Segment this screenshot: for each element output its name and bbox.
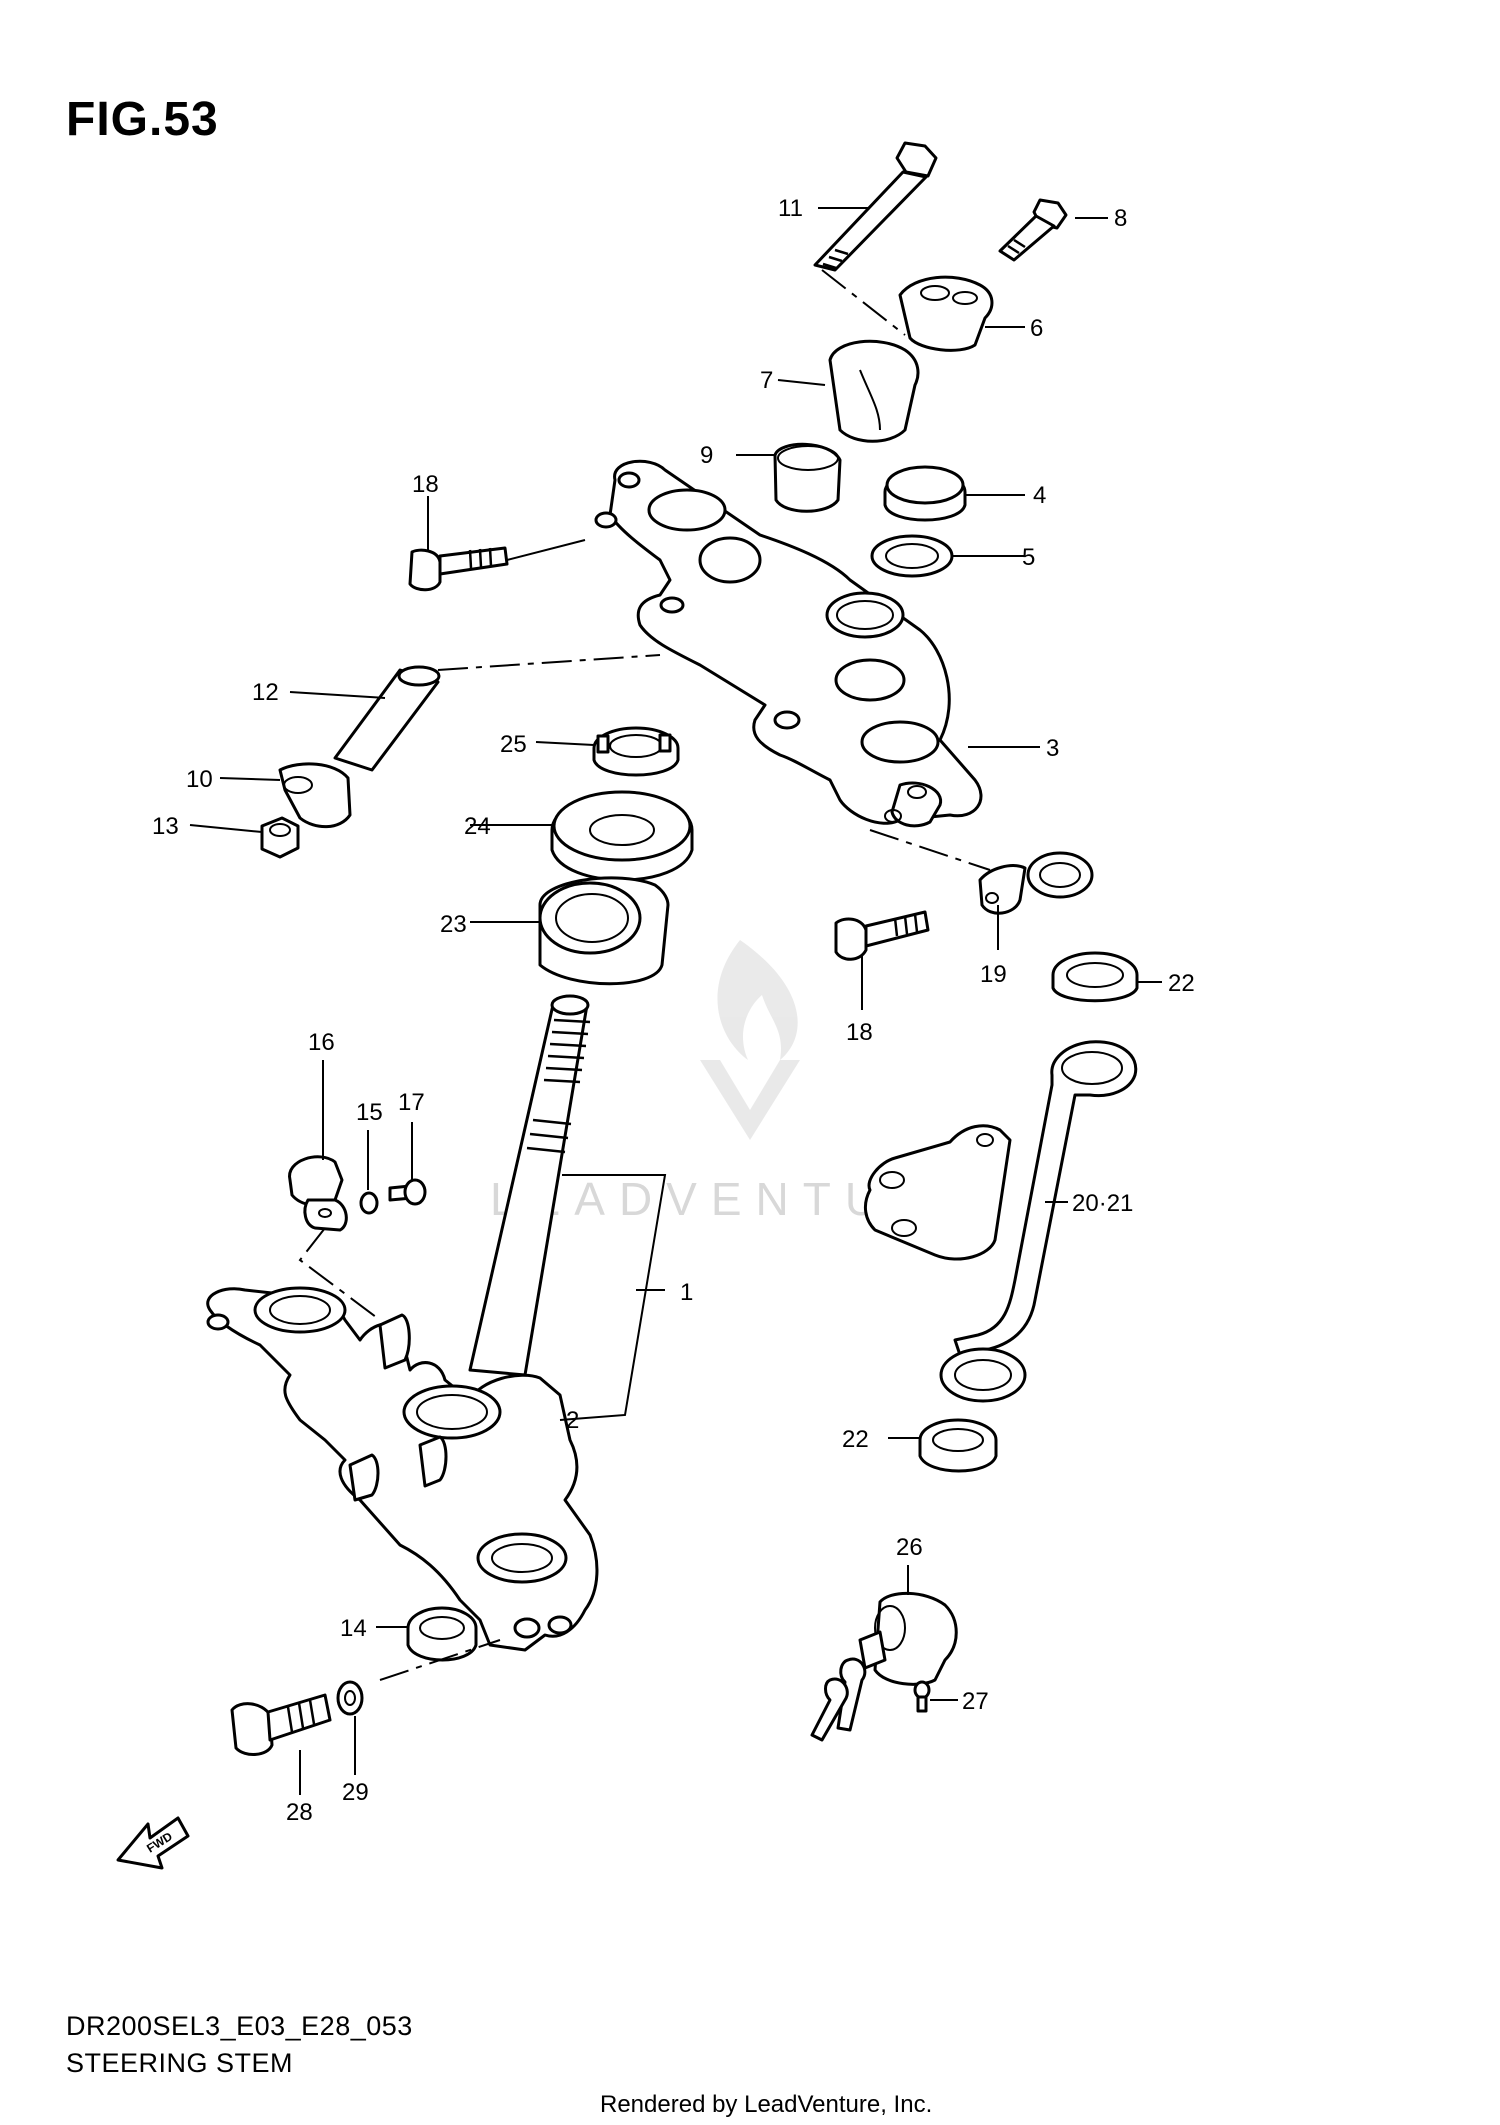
callout-26: 26 [896,1534,923,1561]
leader-lines [189,207,1162,1795]
callout-14: 14 [340,1615,367,1642]
part-24-dust-seal[interactable] [550,790,694,882]
callout-11: 11 [778,195,803,222]
model-code: DR200SEL3_E03_E28_053 [66,2011,413,2041]
part-18-bolt-lower[interactable] [834,910,930,961]
callout-10: 10 [186,766,213,793]
callout-9: 9 [700,442,713,469]
part-11-bolt[interactable] [813,141,938,272]
callout-18-upper: 18 [412,471,439,498]
callout-6: 6 [1030,315,1043,342]
callout-4: 4 [1033,482,1046,509]
callout-22-lower: 22 [842,1426,869,1453]
callout-22-upper: 22 [1168,970,1195,997]
callout-2: 2 [566,1407,579,1434]
rendered-by-credit: Rendered by LeadVenture, Inc. [600,2091,933,2118]
part-1-steering-stem[interactable] [206,994,599,1652]
part-22-grommet-upper[interactable] [1051,951,1139,1003]
fwd-arrow-icon: FWD [116,1816,190,1870]
callout-8: 8 [1114,205,1127,232]
callout-3: 3 [1046,735,1059,762]
part-6-handlebar-holder-upper[interactable] [898,275,994,352]
callout-29: 29 [342,1779,369,1806]
section-name: STEERING STEM [66,2048,294,2078]
part-10-cushion[interactable] [278,762,352,829]
part-19-hose-guide[interactable] [978,851,1094,915]
part-15-washer[interactable] [359,1191,379,1215]
callout-27: 27 [962,1688,989,1715]
callout-5: 5 [1022,544,1035,571]
callout-1: 1 [680,1279,693,1306]
part-18-pinch-bolt-upper[interactable] [408,546,509,592]
callout-12: 12 [252,679,279,706]
figure-title: FIG.53 [66,93,219,146]
leadventure-logo-icon [700,940,800,1140]
part-27-screw[interactable] [913,1680,931,1713]
part-17-screw[interactable] [388,1178,427,1206]
callout-7: 7 [760,367,773,394]
part-8-bolt[interactable] [998,198,1068,262]
part-29-washer[interactable] [336,1680,364,1716]
part-16-bracket[interactable] [288,1155,348,1232]
callout-17: 17 [398,1089,425,1116]
part-26-ignition-switch[interactable] [810,1591,958,1742]
part-9-cushion[interactable] [773,442,842,513]
part-28-bolt[interactable] [230,1693,332,1756]
callout-23: 23 [440,911,467,938]
part-5-washer[interactable] [870,534,954,578]
callout-18-lower: 18 [846,1019,873,1046]
assembly-lines [298,269,991,1681]
part-22-grommet-lower[interactable] [918,1418,998,1473]
part-20-21-bracket[interactable] [863,1040,1138,1403]
part-3-upper-bracket[interactable] [594,459,983,828]
part-12-pin[interactable] [333,665,441,772]
callout-24: 24 [464,813,491,840]
callout-28: 28 [286,1799,313,1826]
callout-19: 19 [980,961,1007,988]
part-13-nut[interactable] [260,816,300,859]
callout-20-21: 20·21 [1072,1190,1133,1217]
callout-15: 15 [356,1099,383,1126]
part-25-lock-washer[interactable] [592,726,680,777]
part-7-handlebar-holder-lower[interactable] [828,339,920,443]
callout-25: 25 [500,731,527,758]
callout-16: 16 [308,1029,335,1056]
callout-labels: 11 8 6 7 9 4 5 18 3 12 10 13 25 24 23 19… [152,195,1195,1826]
callout-13: 13 [152,813,179,840]
part-23-bearing[interactable] [538,876,670,986]
part-4-cap[interactable] [883,465,967,522]
